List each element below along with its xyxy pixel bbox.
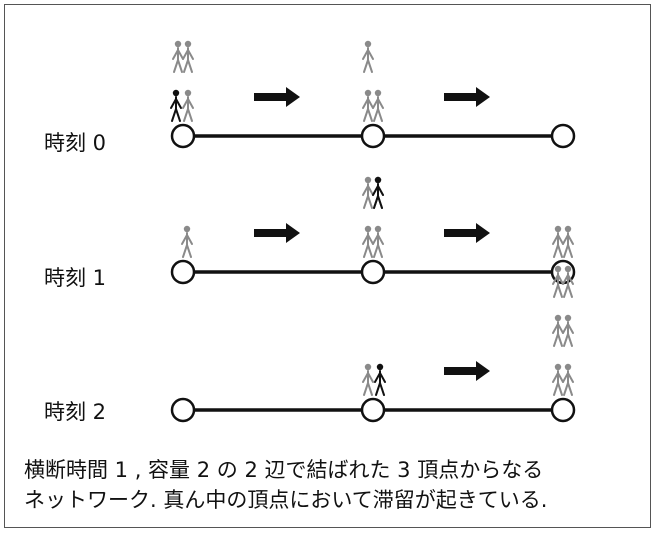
- flow-arrow-icon: [254, 87, 300, 107]
- node-row-1-0: [170, 259, 196, 285]
- row-label-time-1: 時刻 1: [44, 266, 107, 290]
- person-gray-icon: [552, 363, 564, 396]
- caption-line-2: ネットワーク. 真ん中の頂点において滞留が起きている.: [24, 488, 548, 512]
- flow-arrow-icon: [254, 223, 300, 243]
- person-gray-icon: [182, 40, 194, 73]
- flow-arrow-icon: [444, 361, 490, 381]
- person-black-icon: [374, 363, 386, 396]
- row-label-time-2: 時刻 2: [44, 400, 107, 424]
- person-gray-icon: [181, 225, 193, 258]
- person-gray-icon: [372, 225, 384, 258]
- person-gray-icon: [362, 40, 374, 73]
- node-row-2-0: [170, 397, 196, 423]
- node-row-0-1: [360, 123, 386, 149]
- node-row-0-2: [550, 123, 576, 149]
- figure-frame: [4, 4, 651, 528]
- person-gray-icon: [362, 89, 374, 122]
- node-row-2-2: [550, 397, 576, 423]
- network-diagram: [170, 40, 576, 423]
- person-gray-icon: [562, 363, 574, 396]
- figure-caption: 横断時間 1 , 容量 2 の 2 辺で結ばれた 3 頂点からなる ネットワーク…: [24, 455, 644, 515]
- person-gray-icon: [562, 265, 574, 298]
- person-gray-icon: [182, 89, 194, 122]
- person-gray-icon: [362, 225, 374, 258]
- person-gray-icon: [552, 314, 564, 347]
- node-row-1-1: [360, 259, 386, 285]
- person-black-icon: [170, 89, 182, 122]
- person-gray-icon: [372, 89, 384, 122]
- person-gray-icon: [552, 225, 564, 258]
- person-gray-icon: [552, 265, 564, 298]
- person-gray-icon: [362, 363, 374, 396]
- person-gray-icon: [562, 225, 574, 258]
- person-gray-icon: [172, 40, 184, 73]
- node-row-2-1: [360, 397, 386, 423]
- caption-line-1: 横断時間 1 , 容量 2 の 2 辺で結ばれた 3 頂点からなる: [24, 458, 544, 482]
- node-row-0-0: [170, 123, 196, 149]
- person-gray-icon: [362, 176, 374, 209]
- person-gray-icon: [562, 314, 574, 347]
- row-label-time-0: 時刻 0: [44, 131, 107, 155]
- flow-arrow-icon: [444, 87, 490, 107]
- person-black-icon: [372, 176, 384, 209]
- flow-arrow-icon: [444, 223, 490, 243]
